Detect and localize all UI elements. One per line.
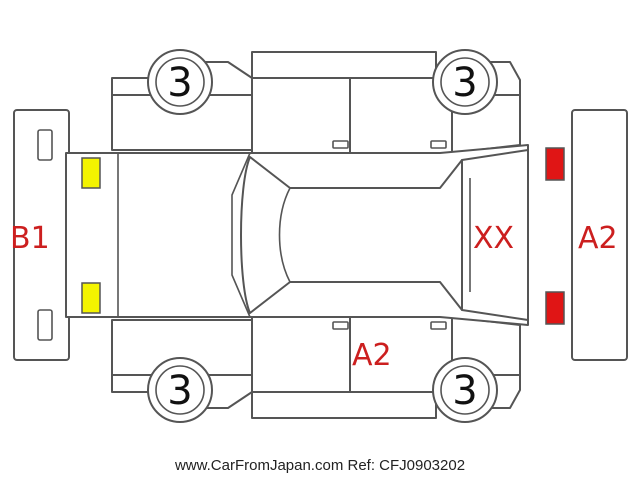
lower-doors-code: A2 [352, 338, 392, 373]
wheel-rear-left-grade: 3 [167, 368, 192, 414]
rear-window-code: XX [473, 221, 514, 256]
rear-right-light [545, 291, 565, 325]
front-left-light [81, 157, 101, 189]
wheel-front-right: 3 [432, 49, 498, 115]
wheel-rear-right: 3 [432, 357, 498, 423]
rear-bumper-code: A2 [578, 221, 618, 256]
rear-bumper [571, 109, 628, 361]
wheel-front-left: 3 [147, 49, 213, 115]
upper-side-panel [111, 51, 521, 154]
car-body-top [65, 144, 529, 326]
front-bumper-code: B1 [10, 221, 50, 256]
wheel-front-right-grade: 3 [452, 60, 477, 106]
front-right-light [81, 282, 101, 314]
wheel-rear-right-grade: 3 [452, 368, 477, 414]
wheel-rear-left: 3 [147, 357, 213, 423]
wheel-front-left-grade: 3 [167, 60, 192, 106]
rear-left-light [545, 147, 565, 181]
footer-reference: www.CarFromJapan.com Ref: CFJ0903202 [174, 457, 465, 474]
